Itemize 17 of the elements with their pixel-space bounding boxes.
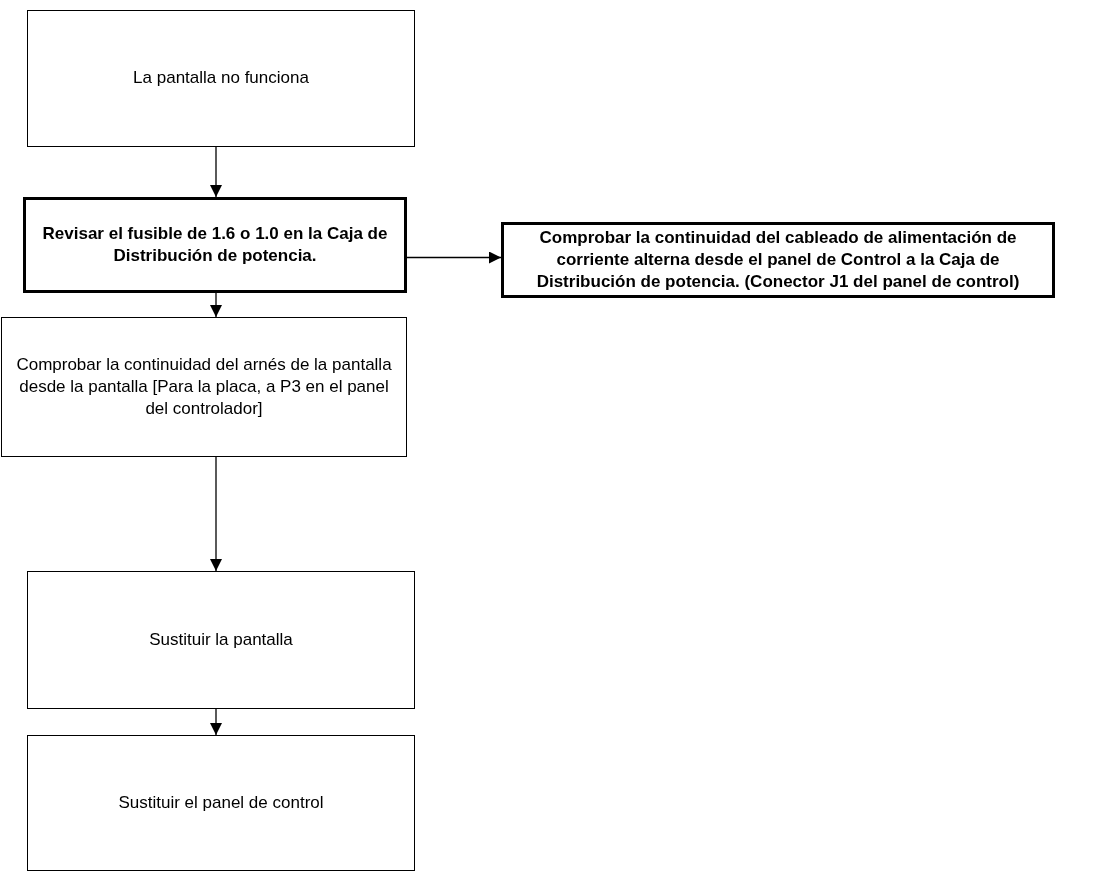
box-text: La pantalla no funciona	[133, 67, 309, 90]
process-box	[501, 222, 1055, 298]
box-text: Comprobar la continuidad del arnés de la pantalla desde la pantalla [Para la placa, a P3 en el panel del controlador]	[15, 353, 393, 421]
process-box	[27, 10, 415, 147]
arrow	[210, 292, 222, 318]
arrow	[210, 146, 222, 198]
process-box	[23, 197, 407, 293]
box-text: Revisar el fusible de 1.6 o 1.0 en la Caja de Distribución de potencia.	[41, 222, 389, 267]
process-box	[27, 735, 415, 871]
arrow	[210, 708, 222, 736]
arrow	[406, 251, 502, 264]
box-text: Sustituir el panel de control	[118, 791, 324, 814]
box-text: Sustituir la pantalla	[149, 628, 293, 651]
arrow	[210, 456, 222, 572]
process-box	[1, 317, 407, 457]
process-box	[27, 571, 415, 709]
box-text: Comprobar la continuidad del cableado de alimentación de corriente alterna desde el panel de Control a la Caja de Distribución de potencia. (Conector J1 del panel de control)	[535, 226, 1021, 294]
